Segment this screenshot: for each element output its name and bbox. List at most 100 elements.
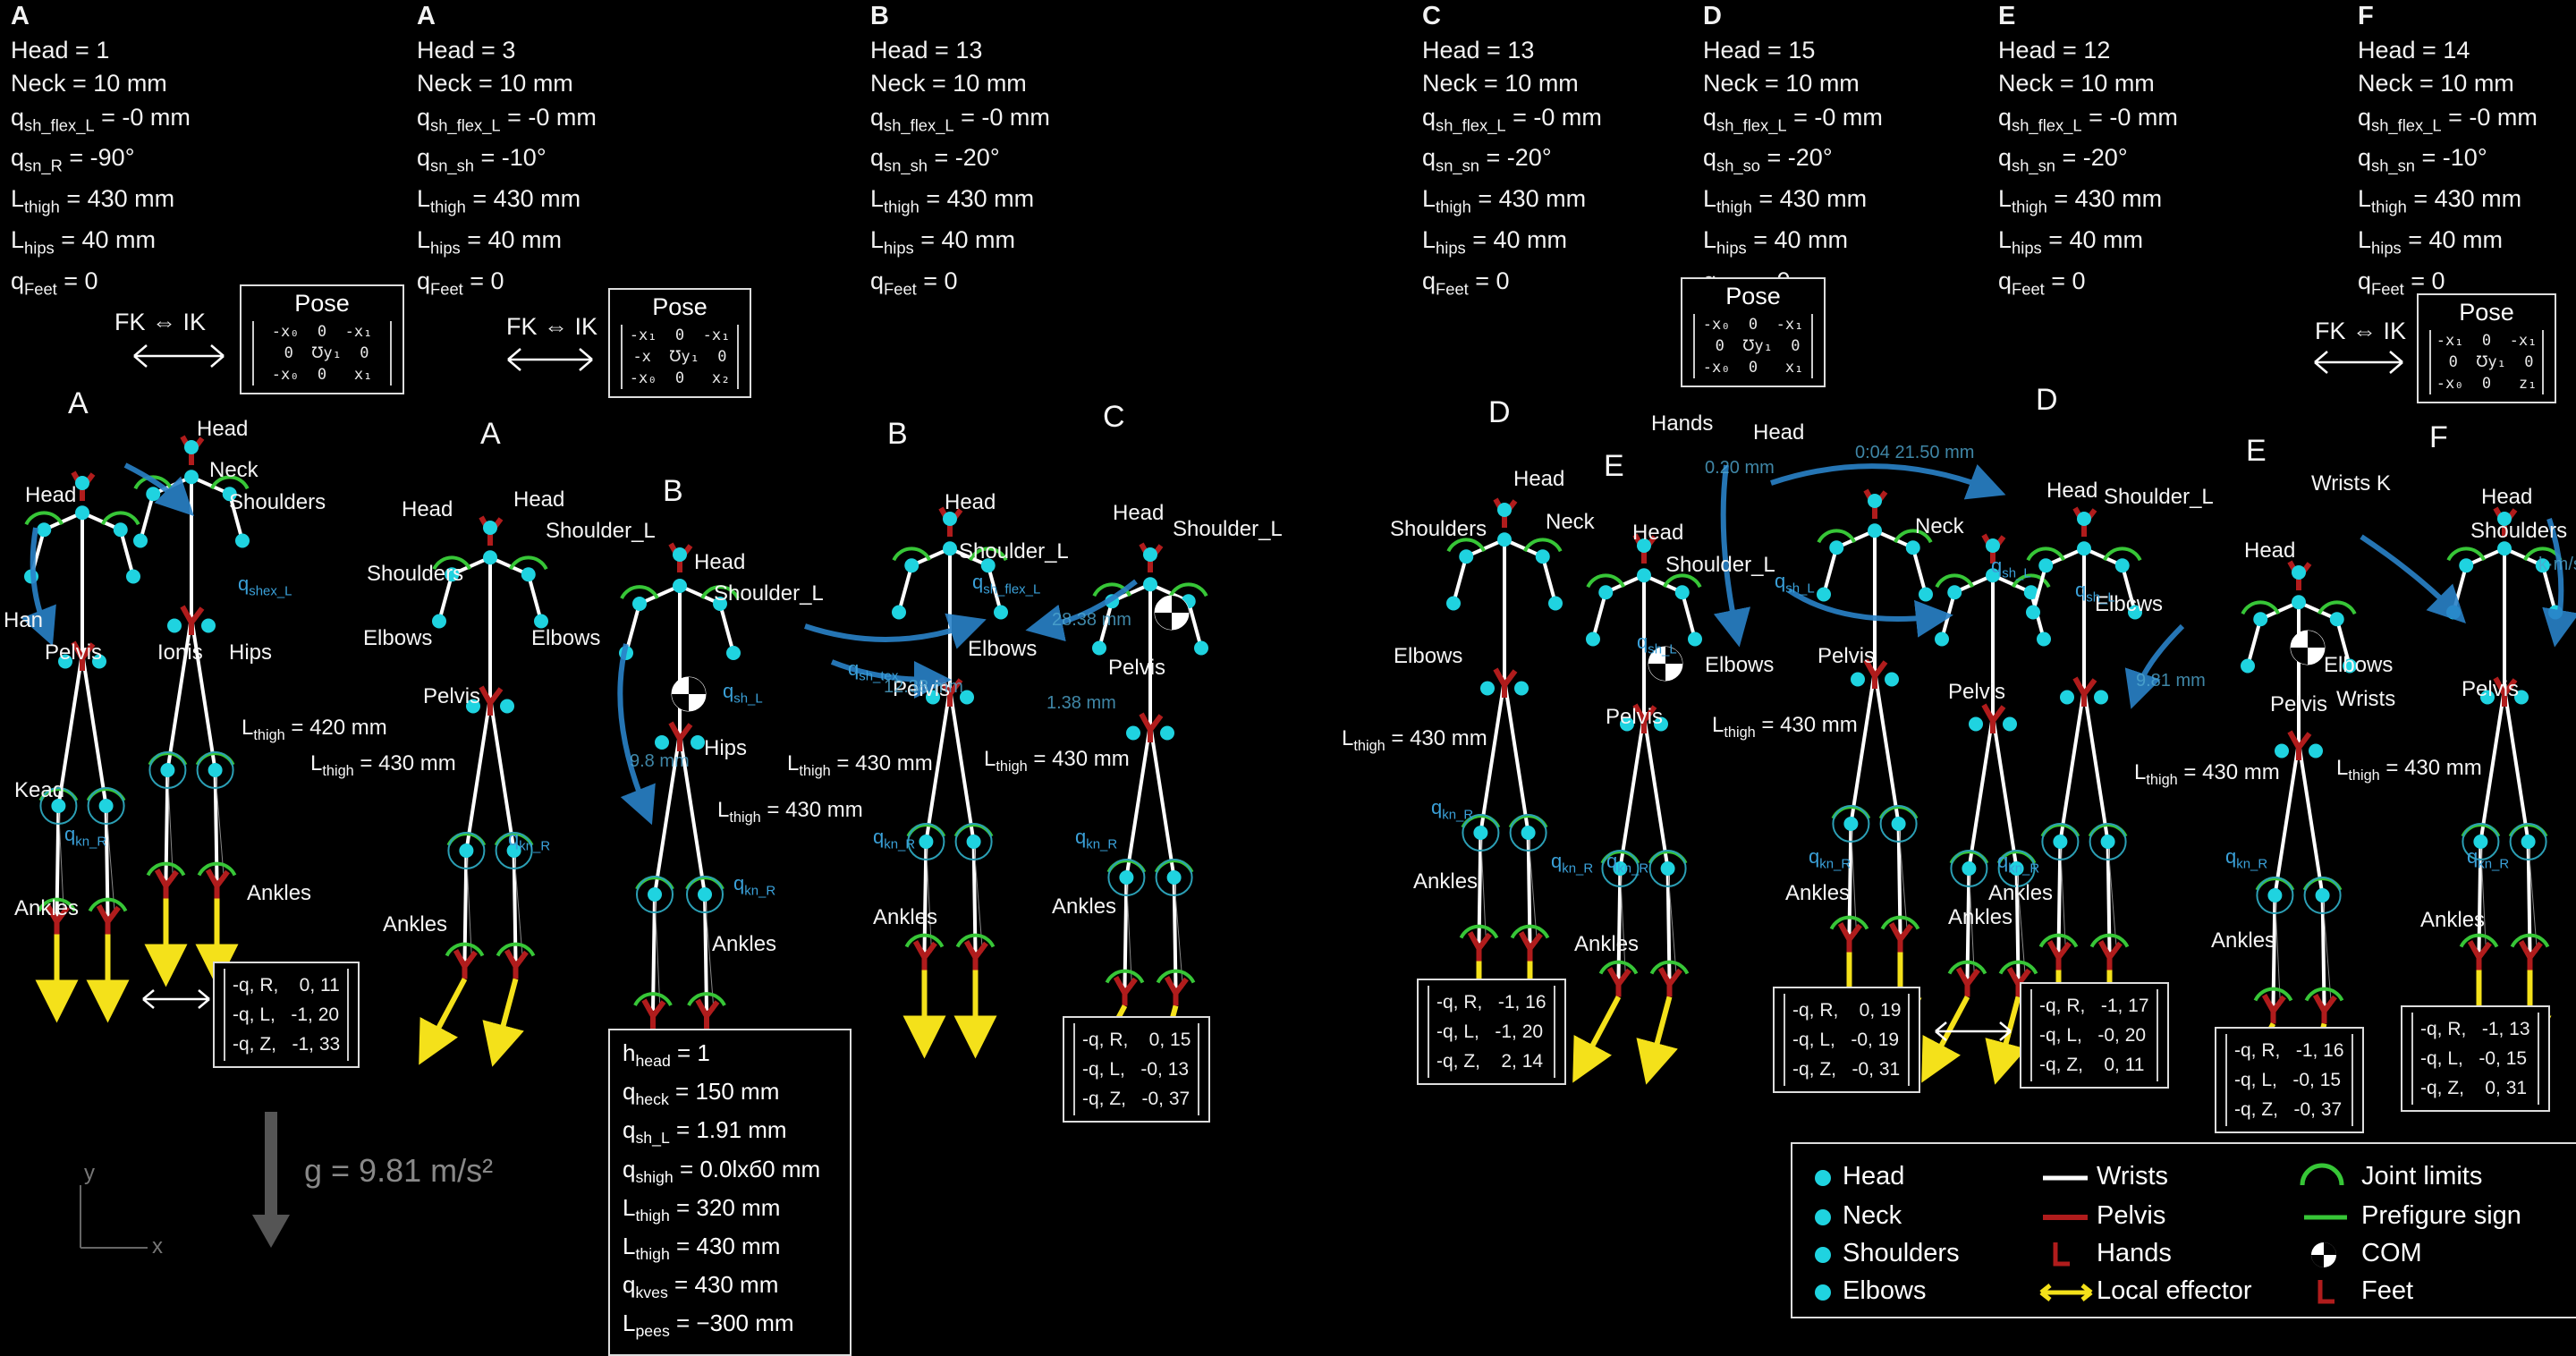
joint-label-qsh-tex: qsh_tex: [848, 657, 899, 684]
joint-dot: [713, 597, 727, 611]
legend-item-label: Local effector: [2097, 1276, 2252, 1305]
joint-vector-values: -q, R, 0, 11 -q, L, -1, 20 -q, Z, -1, 33: [224, 969, 350, 1061]
bone-segment: [986, 564, 1003, 614]
figure-label-c: C: [1103, 400, 1125, 434]
joint-ring: [2041, 823, 2080, 860]
legend-com-icon: [2311, 1242, 2336, 1267]
joint-limit-arc: [1586, 573, 1626, 589]
segment-marker: [1837, 922, 1862, 953]
segment-marker: [2287, 730, 2312, 760]
segment-marker: [2046, 940, 2072, 970]
joint-dot: [506, 843, 521, 858]
joint-dot: [1843, 817, 1859, 831]
joint-limit-arc: [1829, 915, 1869, 930]
joint-dot: [2329, 612, 2344, 627]
joint-dot: [1092, 640, 1106, 656]
bone-segment: [1452, 555, 1469, 605]
joint-dot: [1497, 532, 1512, 547]
figure-label-b2: B: [887, 417, 908, 451]
double-arrow-icon: [133, 344, 2403, 1041]
joint-limit-arc: [1817, 529, 1857, 544]
joint-label-ankles: Ankles: [1052, 894, 1117, 919]
bone-segment: [526, 573, 543, 623]
pose-matrix-2: Pose -x₁ 0 -x₁ -x ℧y₁ 0 -x₀ 0 x₂: [608, 288, 751, 398]
pose-matrix-values: -x₀ 0 -x₁ 0 ℧y₁ 0 -x₀ 0 x₁: [1693, 314, 1813, 378]
joint-label-lthigh430: Lthigh = 430 mm: [2134, 760, 2280, 788]
panel-id: A: [11, 2, 30, 30]
info-line: qkves = 430 mm: [623, 1271, 779, 1302]
joint-dot: [1166, 870, 1182, 885]
joint-label-elbows: Elbows: [1394, 644, 1463, 668]
param-line: qsn_sh = -20°: [870, 144, 1000, 175]
joint-dot: [2060, 690, 2074, 705]
joint-ring: [1601, 850, 1640, 887]
joint-dot: [1851, 672, 1865, 687]
skeleton-figure: [1446, 497, 1563, 1050]
joint-label-neck: Neck: [1915, 514, 1964, 538]
joint-label-wrists-k: Wrists K: [2311, 471, 2391, 496]
segment-marker: [479, 685, 504, 716]
joint-limit-arc: [1105, 969, 1145, 984]
param-line: Lthigh = 430 mm: [870, 185, 1035, 216]
bone-segment: [437, 573, 454, 623]
joint-vector-3: -q, R, -1, 16 -q, L, -1, 20 -q, Z, 2, 14: [1417, 979, 1566, 1085]
joint-dot: [655, 735, 669, 750]
joint-vector-4: -q, R, 0, 19 -q, L, -0, 19 -q, Z, -0, 31: [1773, 987, 1921, 1093]
joint-ring: [636, 876, 674, 913]
bone-segment: [1186, 600, 1203, 649]
joint-dot: [1446, 596, 1461, 611]
joint-dot: [960, 690, 974, 705]
joint-label-qkn-r: qkn_R: [1997, 850, 2040, 877]
joint-limit-arc: [904, 933, 945, 948]
joint-dot: [2315, 888, 2330, 903]
joint-ring: [2462, 823, 2500, 860]
joint-label-shoulders: Shoulders: [2470, 519, 2568, 543]
joint-dot: [632, 597, 647, 611]
joint-dot: [483, 521, 497, 535]
joint-label-qkn-r: qkn_R: [2467, 845, 2510, 872]
bone-segment: [227, 493, 244, 542]
joint-dot: [2094, 690, 2108, 705]
param-line: qFeet = 0: [417, 267, 504, 299]
joint-dot: [2023, 585, 2038, 600]
legend-item-label: Wrists: [2097, 1162, 2169, 1191]
segment-marker: [453, 949, 478, 979]
joint-dot: [521, 567, 536, 582]
axis-y-label: y: [84, 1161, 95, 1185]
joint-limit-arc: [2038, 933, 2079, 948]
legend-dot-icon: [1815, 1170, 1831, 1186]
legend-icons: [1815, 1163, 2347, 1304]
skeleton-figure: [133, 435, 250, 987]
joint-vector-2: -q, R, 0, 15 -q, L, -0, 13 -q, Z, -0, 37: [1063, 1016, 1211, 1123]
joint-dot: [1986, 538, 2000, 553]
segment-marker: [2312, 994, 2337, 1024]
joint-dot: [648, 887, 662, 902]
param-line: qsn_sh = -10°: [417, 144, 547, 175]
motion-arrow: [2360, 534, 2466, 623]
joint-dot: [113, 522, 128, 538]
segment-marker: [71, 640, 96, 671]
param-line: Lthigh = 430 mm: [417, 185, 581, 216]
bone-segment: [1680, 591, 1697, 640]
param-line: Lhips = 40 mm: [417, 226, 563, 258]
motion-arrow: [804, 613, 987, 649]
joint-limit-arc: [892, 547, 932, 562]
joint-label-pelvis: Pelvis: [2270, 692, 2328, 716]
joint-label-shoulder-l: Shoulder_L: [714, 581, 824, 606]
joint-dot: [1521, 826, 1536, 840]
figure-label-d2: D: [2036, 383, 2058, 417]
joint-limit-arc: [1649, 960, 1690, 975]
joint-ring: [954, 823, 993, 860]
joint-limit-arc: [2510, 933, 2550, 948]
joint-ring: [1155, 859, 1193, 896]
bone-segment: [1873, 670, 1901, 825]
joint-label-shoulders: Shoulders: [229, 490, 326, 514]
bone-segment: [948, 688, 976, 843]
joint-vector-6: -q, R, -1, 16 -q, L, -0, 15 -q, Z, -0, 3…: [2215, 1027, 2364, 1133]
skeleton-figure: [24, 470, 140, 1023]
joint-dot: [2292, 565, 2306, 580]
joint-label-ann-2838: 28.38 mm: [1052, 610, 1131, 630]
info-line: Lthigh = 430 mm: [623, 1232, 781, 1264]
